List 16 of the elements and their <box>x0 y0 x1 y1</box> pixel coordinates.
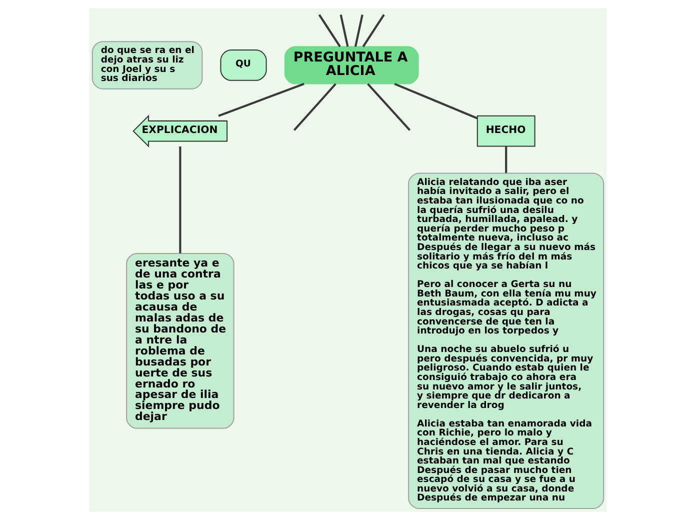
connector <box>362 14 385 48</box>
connector <box>293 83 336 131</box>
node-box: QU <box>220 50 267 81</box>
connector <box>505 146 508 173</box>
connector <box>340 14 349 47</box>
node-box: PREGUNTALE A ALICIA <box>284 46 419 84</box>
connector <box>179 146 182 254</box>
connector <box>367 83 411 131</box>
connector <box>354 14 364 47</box>
node-box: do que se ra en el dejo atras su liz con Joel y su s sus diarios <box>92 41 203 90</box>
node-box: eresante ya e de una contra las e por todas uso a su acausa de malas adas de su bandono de a ntre la roblema de busadas por uerte de sus ernado ro apesar de ilia siempre pudo dejar <box>126 253 234 429</box>
node-box: HECHO <box>476 115 536 147</box>
connector <box>318 14 341 48</box>
node-box: Alicia relatando que iba aser había invitado a salir, pero el estaba tan ilusionada que co no la quería sufrió una desilu turbada, humillada, apalead. y quería perder mucho peso p totalmente nueva, incluso ac Después de llegar a su nuevo más solitario y más frío del m más chicos que ya se habían l Pero al conocer a Gerta su nu Beth Baum, con ella tenía mu muy entusiasmada aceptó. D adicta a las drogas, cosas qu para convencerse de que ten la introdujo en los torpedos y Una noche su abuelo sufrió u pero después convencida, pr muy peligroso. Cuando estab quien le consiguió trabajo co ahora era su nuevo amor y le salir juntos, y siempre que dr dedicaron a revender la drog Alicia estaba tan enamorada vida con Richie, pero lo malo y haciéndose el amor. Para su Chris en una tienda. Alicia y C estaban tan mal que estando Después de pasar mucho tien escapó de su casa y se fue a u nuevo volvió a su casa, donde Después de empezar una nu <box>408 172 604 509</box>
connector <box>394 82 478 120</box>
connector <box>218 82 304 117</box>
